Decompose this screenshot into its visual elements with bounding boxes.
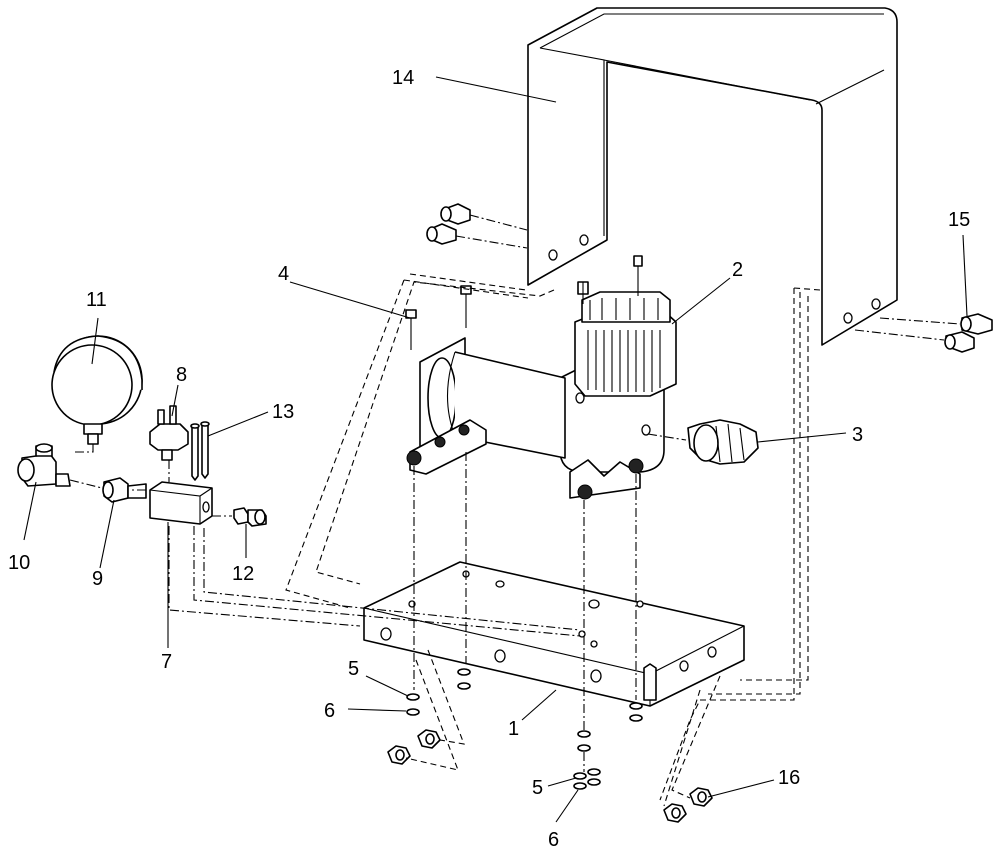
- pressure-gauge: [51, 335, 143, 445]
- callout-15: 15: [948, 209, 970, 231]
- manifold-block: [149, 481, 213, 525]
- callout-14: 14: [392, 67, 414, 89]
- tee-fitting: [17, 443, 71, 487]
- callout-8: 8: [176, 364, 187, 386]
- cover-shroud: [527, 7, 898, 346]
- callout-13: 13: [272, 401, 294, 423]
- cover-bolts-left: [426, 203, 528, 249]
- callout-16: 16: [778, 767, 800, 789]
- callout-12: 12: [232, 563, 254, 585]
- compressor-motor: [405, 285, 566, 475]
- assembly-lines: [69, 273, 821, 807]
- callout-10: 10: [8, 552, 30, 574]
- cover-bolts-right: [854, 313, 993, 353]
- outlet-fitting: [233, 507, 267, 527]
- callout-9: 9: [92, 568, 103, 590]
- leader-lines: [23, 76, 968, 823]
- callout-5-right: 5: [532, 777, 543, 799]
- air-filter: [647, 419, 759, 465]
- callout-1: 1: [508, 718, 519, 740]
- callout-labels: 14 2 3 4 15 11 8 13 10 9 7 12 5 6 1 5 6 …: [8, 67, 970, 851]
- callout-5-left: 5: [348, 658, 359, 680]
- compressor-head: [559, 255, 677, 500]
- base-plate: [363, 561, 745, 707]
- callout-7: 7: [161, 651, 172, 673]
- callout-3: 3: [852, 424, 863, 446]
- callout-6-right: 6: [548, 829, 559, 851]
- callout-6-left: 6: [324, 700, 335, 722]
- callout-4: 4: [278, 263, 289, 285]
- callout-2: 2: [732, 259, 743, 281]
- fitting-nipple: [102, 477, 147, 503]
- callout-11: 11: [86, 289, 107, 311]
- switch-screws: [190, 421, 210, 481]
- pressure-switch: [149, 405, 189, 461]
